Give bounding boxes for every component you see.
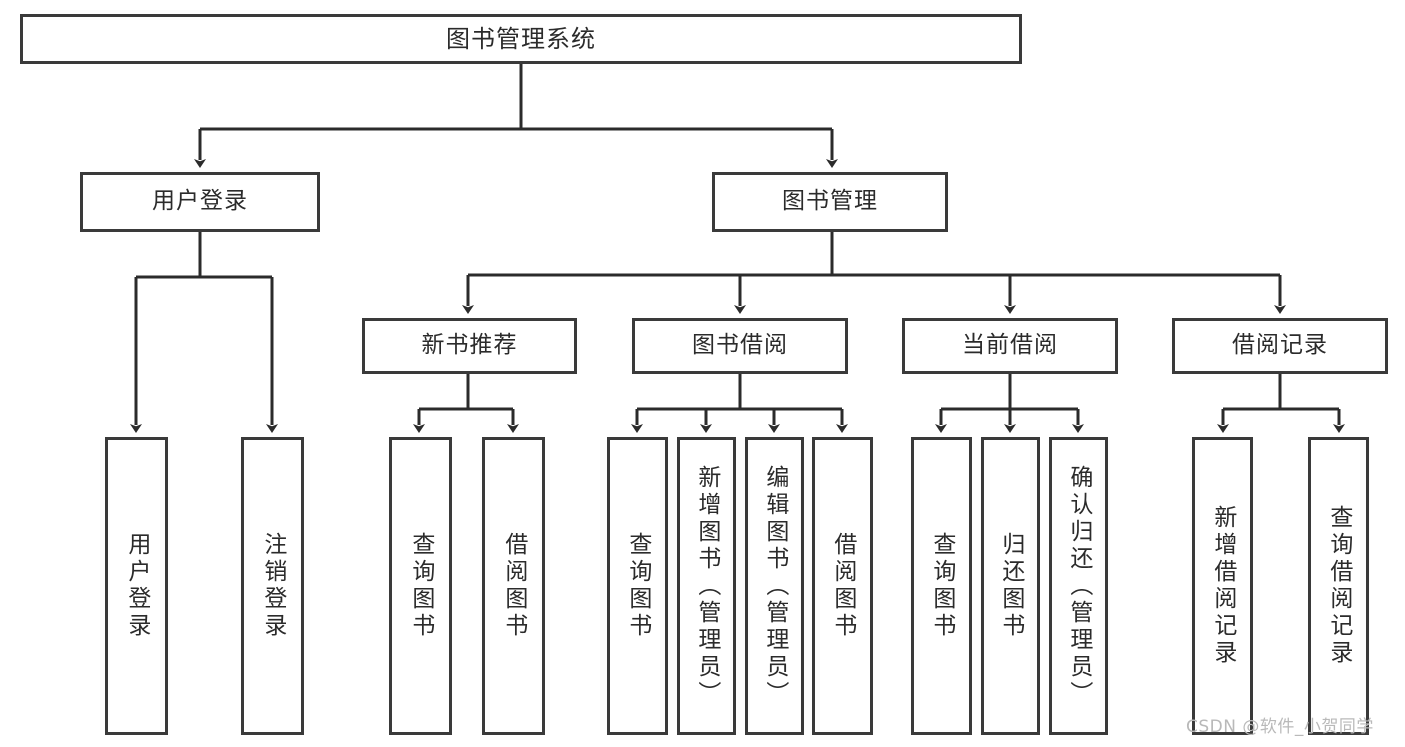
node-label: 新增图书（管理员） — [693, 464, 720, 708]
node-label: 当前借阅 — [962, 332, 1058, 359]
node-label: 图书借阅 — [692, 332, 788, 359]
node-borrowing-records[interactable]: 借阅记录 — [1172, 318, 1388, 374]
leaf-query-books-current[interactable]: 查询图书 — [911, 437, 972, 735]
node-label: 借阅图书 — [829, 532, 856, 640]
leaf-confirm-return-admin[interactable]: 确认归还（管理员） — [1049, 437, 1108, 735]
node-label: 确认归还（管理员） — [1065, 464, 1092, 708]
node-label: 查询图书 — [407, 532, 434, 640]
node-label: 查询借阅记录 — [1325, 505, 1352, 667]
leaf-query-borrowing-record[interactable]: 查询借阅记录 — [1308, 437, 1369, 735]
leaf-borrow-books-recommendation[interactable]: 借阅图书 — [482, 437, 545, 735]
node-label: 查询图书 — [624, 532, 651, 640]
node-label: 编辑图书（管理员） — [761, 464, 788, 708]
node-label: 新书推荐 — [421, 332, 518, 359]
leaf-add-borrowing-record[interactable]: 新增借阅记录 — [1192, 437, 1253, 735]
node-root-book-management-system[interactable]: 图书管理系统 — [20, 14, 1022, 64]
node-label: 借阅记录 — [1232, 332, 1328, 359]
node-label: 用户登录 — [123, 532, 150, 640]
node-label: 借阅图书 — [500, 532, 527, 640]
leaf-add-book-admin[interactable]: 新增图书（管理员） — [677, 437, 736, 735]
node-current-borrowing[interactable]: 当前借阅 — [902, 318, 1118, 374]
node-label: 查询图书 — [928, 532, 955, 640]
leaf-user-login[interactable]: 用户登录 — [105, 437, 168, 735]
node-label: 归还图书 — [997, 532, 1024, 640]
leaf-edit-book-admin[interactable]: 编辑图书（管理员） — [745, 437, 804, 735]
node-label: 新增借阅记录 — [1209, 505, 1236, 667]
node-label: 图书管理 — [782, 188, 878, 215]
node-label: 图书管理系统 — [446, 24, 596, 53]
node-label: 注销登录 — [259, 532, 286, 640]
node-new-book-recommendation[interactable]: 新书推荐 — [362, 318, 577, 374]
leaf-borrow-books-borrowing[interactable]: 借阅图书 — [812, 437, 873, 735]
node-book-management[interactable]: 图书管理 — [712, 172, 948, 232]
node-user-login[interactable]: 用户登录 — [80, 172, 320, 232]
leaf-query-books-borrowing[interactable]: 查询图书 — [607, 437, 668, 735]
leaf-query-books-recommendation[interactable]: 查询图书 — [389, 437, 452, 735]
node-label: 用户登录 — [152, 188, 248, 215]
leaf-logout[interactable]: 注销登录 — [241, 437, 304, 735]
leaf-return-books[interactable]: 归还图书 — [981, 437, 1040, 735]
csdn-watermark: CSDN @软件_小贺同学 — [1186, 717, 1374, 737]
node-book-borrowing[interactable]: 图书借阅 — [632, 318, 848, 374]
